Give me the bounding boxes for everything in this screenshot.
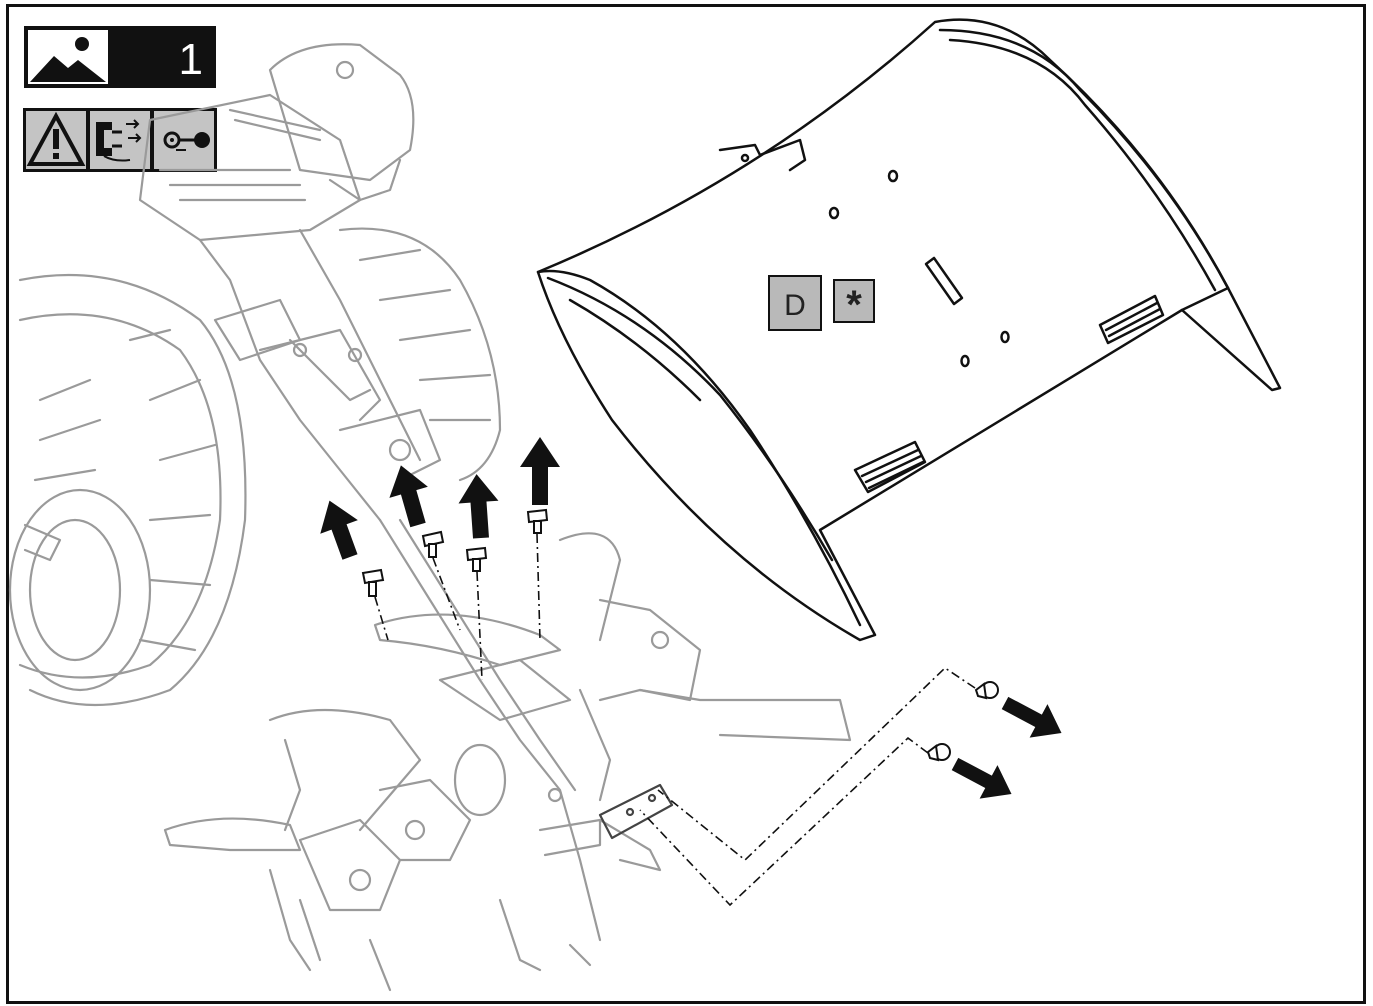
hood-hole <box>960 354 970 368</box>
hood-hole <box>828 206 840 220</box>
bolts <box>361 508 999 762</box>
bolt <box>421 530 445 558</box>
figure-number: 1 <box>179 35 203 84</box>
part-label-d-text: D <box>784 289 806 322</box>
tine-assembly <box>163 518 852 992</box>
tiller-frame <box>198 228 442 522</box>
arrow-right-icon <box>951 757 1012 799</box>
guide-lines <box>374 533 976 907</box>
part-label-asterisk-text: * <box>846 283 862 327</box>
bolt <box>465 546 488 572</box>
part-label-asterisk: * <box>833 279 875 327</box>
arrow-up-icon <box>320 500 358 560</box>
arrow-right-icon <box>1001 696 1062 738</box>
hood-hinge-right <box>1098 294 1165 345</box>
hood-hole <box>1000 330 1010 344</box>
rear-wheel <box>338 227 502 482</box>
bolt <box>926 743 951 762</box>
safety-icons <box>23 108 217 172</box>
hood-hole <box>887 169 899 183</box>
bolt <box>361 568 385 597</box>
drive-wheel <box>8 273 247 707</box>
part-label-d: D <box>768 275 822 331</box>
arrow-up-icon <box>458 474 499 539</box>
figure-header: 1 <box>24 26 216 88</box>
image-icon <box>30 37 106 82</box>
tiller-machine <box>8 43 852 992</box>
warning-triangle-icon <box>26 111 86 166</box>
engine <box>138 43 415 242</box>
arrow-up-icon <box>389 465 428 528</box>
hood-hinge-left <box>853 440 927 494</box>
bolt <box>974 681 999 700</box>
bolt <box>526 508 549 534</box>
key-removed-icon <box>163 131 210 151</box>
hood-slot <box>924 256 964 306</box>
arrow-up-icon <box>520 437 560 505</box>
arrows <box>320 437 1062 799</box>
tine-hood <box>536 18 1282 642</box>
spark-plug-disconnect-icon <box>96 119 142 162</box>
hood-bracket-plate <box>598 783 674 840</box>
